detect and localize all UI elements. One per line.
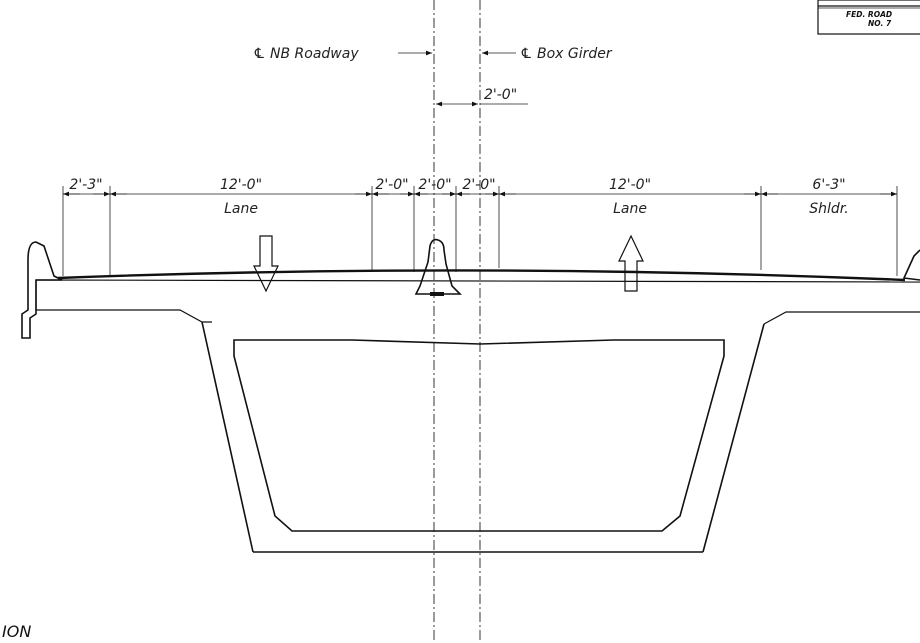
centerline-offset-dimension: 2'-0" — [436, 87, 528, 107]
nb-roadway-callout: ℄ NB Roadway — [253, 46, 432, 62]
dim-value-offset-3: 2'-0" — [462, 177, 495, 193]
box-girder-label: ℄ Box Girder — [520, 46, 613, 62]
dim-label-shoulder: Shldr. — [809, 201, 848, 217]
title-block: FED. ROAD NO. 7 — [817, 0, 920, 35]
dim-label-right-lane: Lane — [613, 201, 647, 217]
left-barrier — [21, 241, 63, 339]
dim-value-left-edge: 2'-3" — [69, 177, 102, 193]
median-barrier-base — [430, 292, 444, 296]
box-cell-void — [233, 339, 725, 532]
dim-value-offset-2: 2'-0" — [418, 177, 451, 193]
centerline-offset-value: 2'-0" — [484, 87, 517, 103]
dim-value-offset-1: 2'-0" — [375, 177, 408, 193]
deck-surface — [57, 269, 906, 282]
dim-label-left-lane: Lane — [224, 201, 258, 217]
dim-value-shoulder: 6'-3" — [812, 177, 845, 193]
traffic-arrow-up-icon — [618, 234, 644, 292]
box-girder-callout: ℄ Box Girder — [482, 46, 613, 62]
dim-value-left-lane: 12'-0" — [220, 177, 262, 193]
nb-roadway-label: ℄ NB Roadway — [253, 46, 359, 62]
traffic-arrow-down-icon — [253, 235, 279, 293]
title-block-line1: FED. ROAD — [846, 10, 892, 19]
right-barrier — [902, 249, 920, 281]
title-block-line2: NO. 7 — [868, 19, 892, 28]
median-barrier — [414, 238, 462, 295]
dim-value-right-lane: 12'-0" — [609, 177, 651, 193]
box-girder-section — [21, 238, 920, 553]
dimension-string — [62, 186, 898, 276]
section-title: ION — [2, 622, 31, 641]
